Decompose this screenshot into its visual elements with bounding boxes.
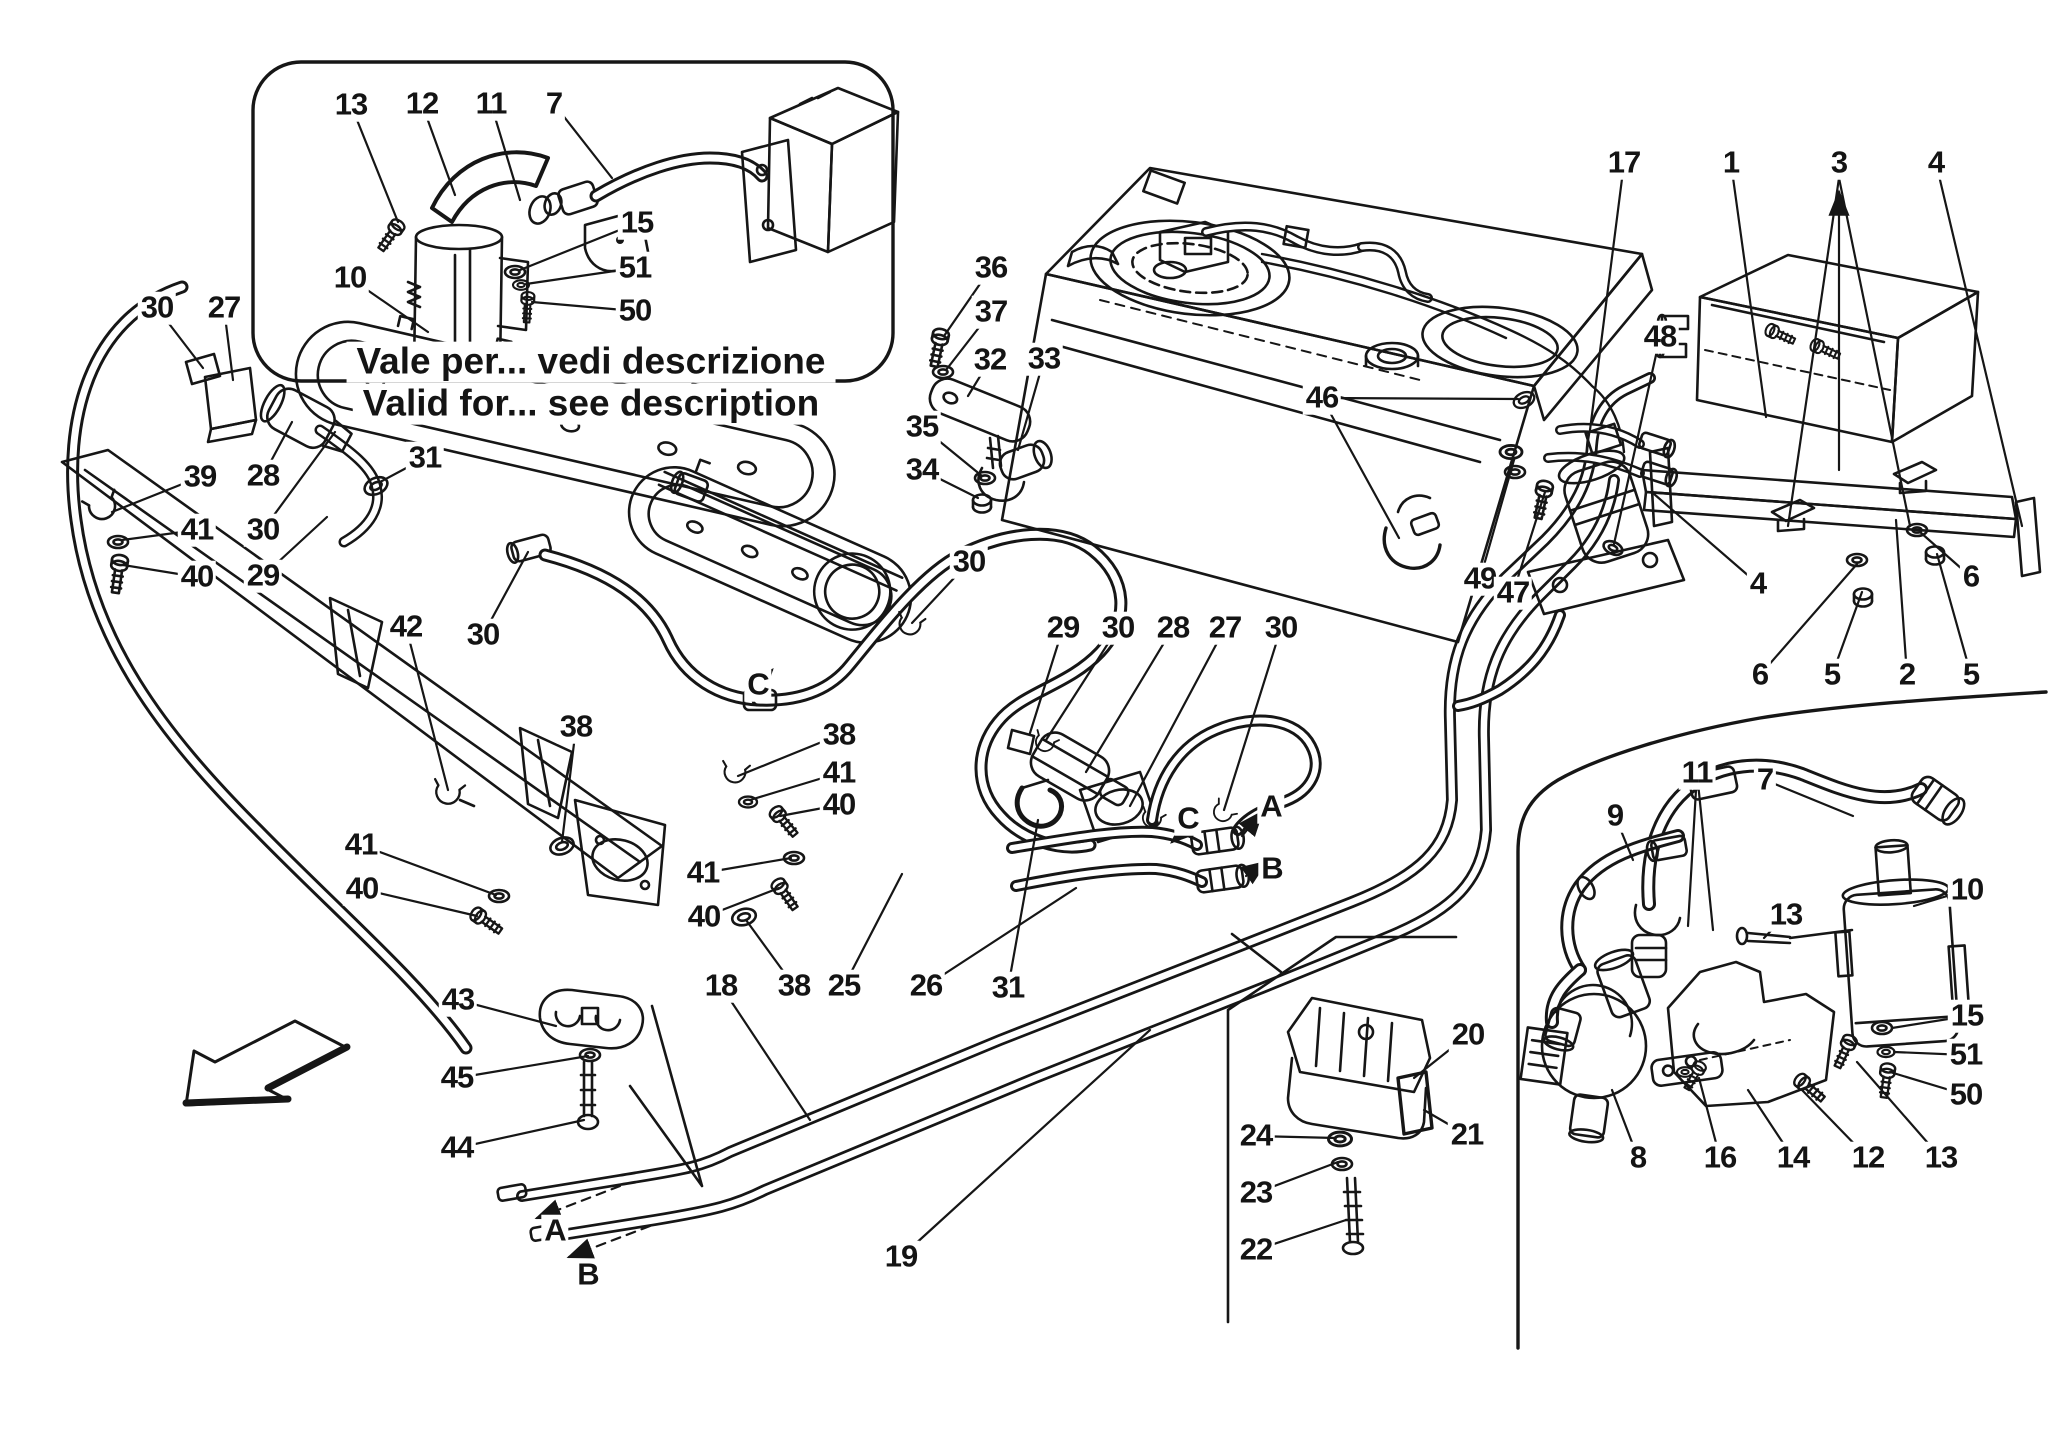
part-callout-40: 40 [342,872,382,906]
inset-caption-line2: Valid for... see description [352,383,830,425]
part-callout-41: 41 [819,756,859,790]
part-callout-30: 30 [1261,611,1301,645]
part-callout-30: 30 [1098,611,1138,645]
part-callout-38: 38 [819,718,859,752]
part-callout-43: 43 [438,983,478,1017]
part-callout-10: 10 [330,261,370,295]
part-callout-11: 11 [472,87,510,121]
inset-borders [251,60,2048,1350]
part-callout-36: 36 [971,251,1011,285]
part-callout-2: 2 [1895,658,1919,692]
part-callout-b: B [574,1258,602,1292]
part-callout-40: 40 [684,900,724,934]
part-callout-27: 27 [1205,611,1245,645]
part-callout-11: 11 [1678,756,1716,790]
part-callout-7: 7 [542,87,566,121]
part-callout-20: 20 [1448,1018,1488,1052]
part-callout-b: B [1258,852,1286,886]
part-callout-38: 38 [556,710,596,744]
part-callout-31: 31 [405,441,445,475]
bottom-right-inset-border [1516,690,2048,1350]
part-callout-c: C [1174,802,1202,836]
part-callout-41: 41 [177,513,217,547]
part-callout-41: 41 [341,828,381,862]
part-callout-21: 21 [1447,1118,1487,1152]
part-callout-33: 33 [1024,342,1064,376]
part-callout-3: 3 [1827,146,1851,180]
part-callout-25: 25 [824,969,864,1003]
part-callout-4: 4 [1924,146,1948,180]
part-callout-13: 13 [1766,898,1806,932]
part-callout-48: 48 [1640,320,1680,354]
part-callout-15: 15 [617,206,657,240]
part-callout-18: 18 [701,969,741,1003]
part-callout-12: 12 [402,87,442,121]
detail-wedge-border [1226,935,1458,1324]
part-callout-35: 35 [902,410,942,444]
part-callout-24: 24 [1236,1119,1276,1153]
part-callout-45: 45 [437,1061,477,1095]
part-callout-10: 10 [1947,873,1987,907]
part-callout-34: 34 [902,453,942,487]
part-callout-38: 38 [774,969,814,1003]
part-callout-32: 32 [970,343,1010,377]
part-callout-17: 17 [1604,146,1644,180]
part-callout-51: 51 [1946,1038,1986,1072]
part-callout-13: 13 [331,88,371,122]
part-callout-30: 30 [243,513,283,547]
part-callout-13: 13 [1921,1141,1961,1175]
part-callout-15: 15 [1947,999,1987,1033]
part-callout-47: 47 [1493,576,1533,610]
part-callout-50: 50 [1946,1078,1986,1112]
inset-caption-line1: Vale per... vedi descrizione [346,341,836,383]
part-callout-28: 28 [243,459,283,493]
part-callout-1: 1 [1719,146,1743,180]
part-callout-29: 29 [1043,611,1083,645]
part-callout-26: 26 [906,969,946,1003]
part-callout-14: 14 [1773,1141,1813,1175]
part-callout-27: 27 [204,291,244,325]
part-callout-5: 5 [1959,658,1983,692]
part-callout-16: 16 [1700,1141,1740,1175]
part-callout-50: 50 [615,294,655,328]
part-callout-a: A [541,1214,569,1248]
part-callout-29: 29 [243,559,283,593]
part-callout-31: 31 [988,971,1028,1005]
view-b-arrow [566,1224,652,1259]
part-callout-30: 30 [949,545,989,579]
part-callout-19: 19 [881,1240,921,1274]
part-callout-42: 42 [386,610,426,644]
artwork-shapes [60,86,2042,1256]
part-callout-40: 40 [177,560,217,594]
part-callout-4: 4 [1746,567,1770,601]
part-callout-37: 37 [971,295,1011,329]
part-callout-49: 49 [1460,562,1500,596]
part-callout-7: 7 [1753,763,1777,797]
part-callout-9: 9 [1603,799,1627,833]
part-callout-46: 46 [1302,381,1342,415]
part-callout-6: 6 [1748,658,1772,692]
part-callout-40: 40 [819,788,859,822]
part-callout-44: 44 [437,1131,477,1165]
part-callout-c: C [744,668,772,702]
part-callout-41: 41 [683,856,723,890]
part-callout-22: 22 [1236,1233,1276,1267]
part-callout-5: 5 [1820,658,1844,692]
part-callout-28: 28 [1153,611,1193,645]
part-callout-12: 12 [1848,1141,1888,1175]
part-callout-51: 51 [615,251,655,285]
part-callout-a: A [1257,790,1285,824]
part-callout-30: 30 [137,291,177,325]
part-callout-30: 30 [463,618,503,652]
part-callout-23: 23 [1236,1176,1276,1210]
part-callout-8: 8 [1626,1141,1650,1175]
part-callout-6: 6 [1959,560,1983,594]
part-callout-39: 39 [180,460,220,494]
